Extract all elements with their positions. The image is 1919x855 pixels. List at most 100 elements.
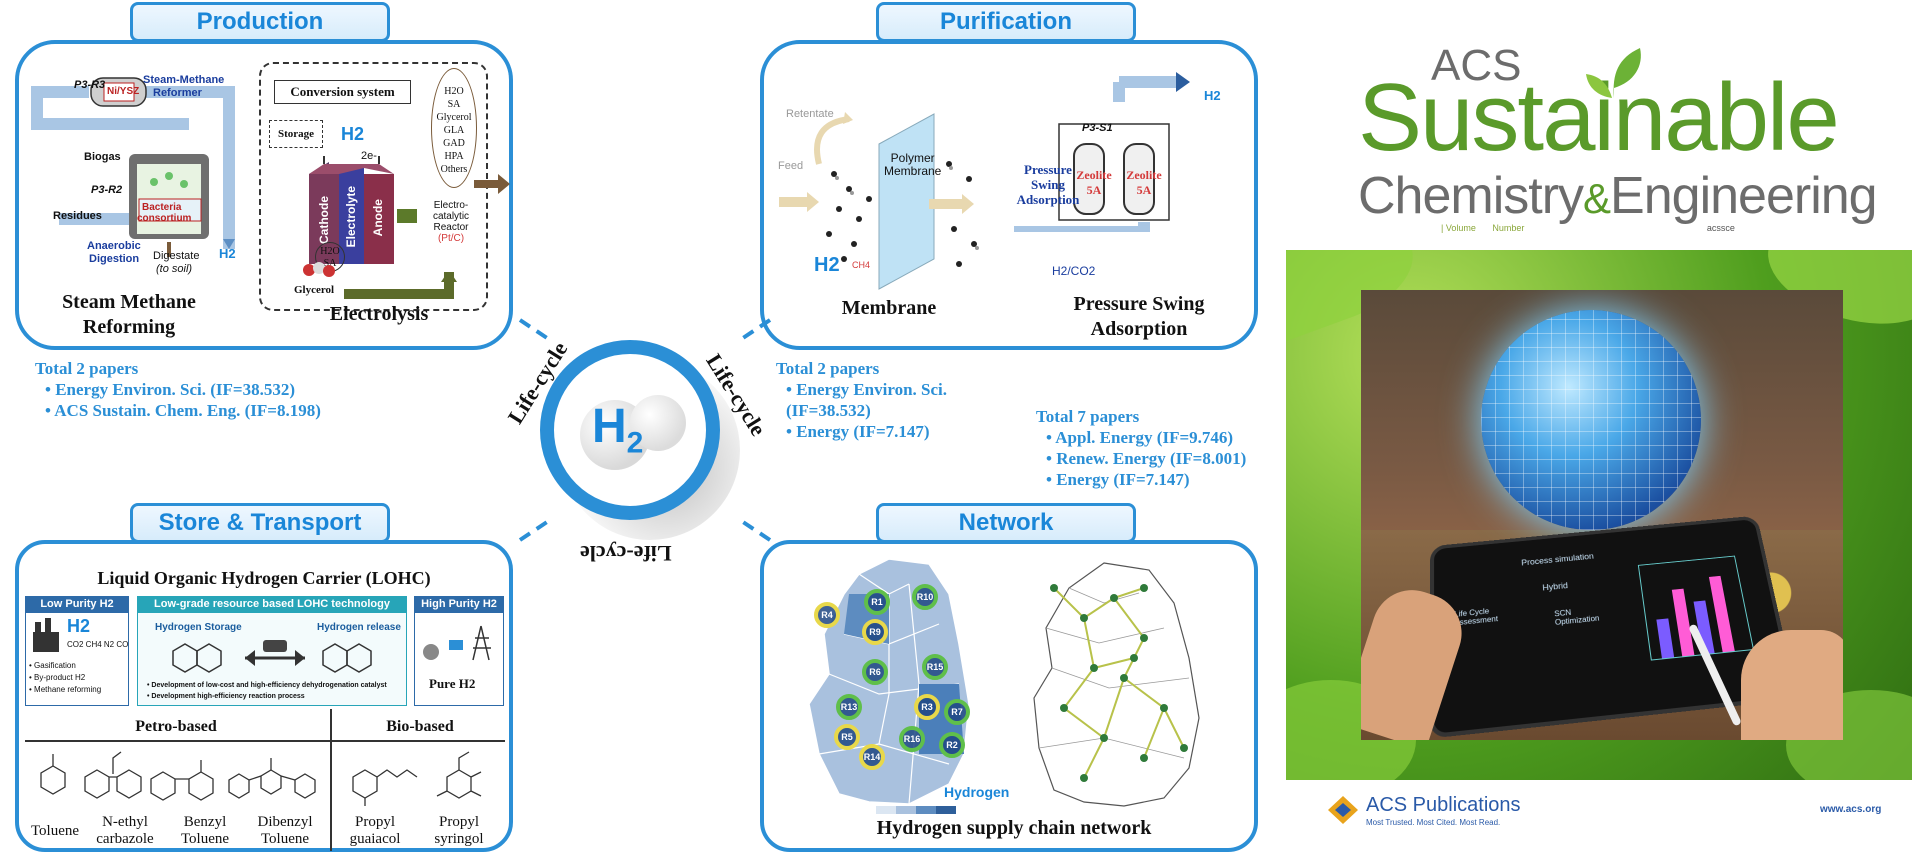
low-purity-header: Low Purity H2 [25, 596, 129, 612]
chem-divider-v [330, 709, 332, 851]
lifecycle-label-bottom: Life-cycle [580, 541, 672, 566]
psa-diagram [1014, 72, 1190, 232]
steam-methane-reformer-diagram [31, 77, 235, 257]
smr-h2-label: H2 [219, 246, 236, 261]
p3s1-label: P3-S1 [1082, 122, 1113, 134]
network-paper-0: Appl. Energy (IF=9.746) [1036, 427, 1246, 448]
lohc-dev-notes: • Development of low-cost and high-effic… [147, 682, 387, 700]
region-marker-r9: R9 [862, 619, 888, 645]
region-marker-r4: R4 [814, 602, 840, 628]
electrolysis-caption: Electrolysis [329, 303, 429, 325]
region-marker-r16: R16 [899, 726, 925, 752]
chem-divider-h [25, 740, 505, 742]
p3r2-label: P3-R2 [91, 184, 123, 196]
production-tab: Production [130, 2, 390, 42]
network-papers: Total 7 papers Appl. Energy (IF=9.746) R… [1036, 406, 1246, 490]
region-marker-r15: R15 [922, 654, 948, 680]
purification-papers-title: Total 2 papers [776, 359, 880, 378]
anode-label: Anode [371, 199, 385, 237]
korea-network-map [1033, 562, 1200, 807]
lowgrade-header: Low-grade resource based LOHC technology [137, 596, 407, 612]
bullet-1: • By-product H2 [29, 673, 86, 682]
products-oval: H2O SA Glycerol GLA GAD HPA Others [431, 68, 477, 188]
bacteria-label-1: Bacteria [142, 202, 182, 213]
cover-publisher: ACS Publications [1366, 794, 1521, 816]
hydrogen-storage-label: Hydrogen Storage [155, 622, 242, 633]
cover-issue-line: | Volume Number acssce [1441, 223, 1735, 233]
polymer-membrane-label: Polymer Membrane [884, 151, 942, 178]
storage-label: Storage [269, 120, 323, 148]
hand-right [1741, 630, 1843, 740]
product-3: GLA [443, 125, 465, 136]
production-papers: Total 2 papers Energy Environ. Sci. (IF=… [35, 358, 321, 421]
cover-image-frame: Process simulation Hybrid Life Cycle Ass… [1286, 250, 1912, 780]
production-papers-title: Total 2 papers [35, 359, 139, 378]
h2co2-label: H2/CO2 [1052, 264, 1096, 278]
region-marker-r5: R5 [834, 724, 860, 750]
feed-arrow-icon [344, 272, 457, 299]
conversion-system-label: Conversion system [274, 80, 411, 104]
anaerobic-label-2: Digestion [89, 253, 140, 265]
product-1: SA [447, 99, 461, 110]
center-connectors [518, 318, 772, 542]
bacteria-label-2: consortium [137, 213, 192, 224]
membrane-caption: Membrane [841, 297, 937, 319]
map-color-scale [876, 806, 956, 814]
reactor-label: Electro- catalytic Reactor (Pt/C) [432, 200, 470, 244]
network-paper-2: Energy (IF=7.147) [1036, 469, 1246, 490]
region-marker-r7: R7 [944, 699, 970, 725]
cover-chemistry-engineering: Chemistry&Engineering [1358, 167, 1878, 225]
network-tab: Network [876, 503, 1136, 543]
psa-caption: Pressure Swing Adsorption [1073, 293, 1205, 340]
network-papers-title: Total 7 papers [1036, 407, 1140, 426]
store-panel: Liquid Organic Hydrogen Carrier (LOHC) L… [15, 540, 513, 852]
region-marker-r2: R2 [939, 732, 965, 758]
cover-acs: ACS [1431, 41, 1522, 90]
pure-h2-label: Pure H2 [429, 676, 476, 691]
lohc-conversion-molecules [172, 640, 372, 673]
anaerobic-label-1: Anaerobic [87, 240, 141, 252]
region-marker-r10: R10 [912, 584, 938, 610]
chemical-structures [40, 751, 482, 806]
gases-label: CO2 CH4 N2 CO [67, 640, 129, 649]
psa-h2-out-label: H2 [1204, 88, 1221, 103]
feed-label: Feed [778, 160, 804, 172]
region-marker-r6: R6 [862, 659, 888, 685]
electrolyte-label: Electrolyte [344, 186, 358, 248]
product-out-arrow-icon [474, 174, 510, 194]
bullet-0: • Gasification [29, 661, 76, 670]
smr-title-1: Steam-Methane [143, 74, 225, 86]
p3r3-label: P3-R3 [74, 79, 106, 91]
cathode-label: Cathode [317, 196, 331, 244]
purification-papers: Total 2 papers Energy Environ. Sci. (IF=… [776, 358, 947, 442]
production-panel: P3-R3 Steam-Methane Reformer Ni/YSZ Biog… [15, 40, 513, 350]
pure-h2-equipment-icon [423, 625, 491, 661]
region-marker-r3: R3 [914, 694, 940, 720]
product-2: Glycerol [436, 112, 472, 123]
smr-caption: Steam Methane Reforming [62, 291, 196, 338]
purification-panel: Retentate Feed Polymer Membrane H2 CH4 P… [760, 40, 1258, 350]
low-purity-box [25, 612, 129, 706]
factory-icon [33, 618, 59, 652]
nilysz-label: Ni/YSZ [107, 86, 140, 97]
store-tab: Store & Transport [130, 503, 390, 543]
region-marker-r14: R14 [859, 744, 885, 770]
membrane-h2-label: H2 [814, 254, 840, 276]
glycerol-label: Glycerol [294, 284, 335, 296]
tablet-label-2: Life Cycle Assessment [1454, 606, 1499, 628]
center-h2-label: H2 [592, 400, 644, 460]
digestate-label-2: (to soil) [156, 263, 193, 275]
residues-label: Residues [53, 210, 102, 222]
hydrogen-map-label: Hydrogen [944, 784, 1010, 800]
smr-title-2: Reformer [153, 87, 202, 99]
tablet-label-3: SCN Optimization [1554, 608, 1600, 627]
purification-paper-0: Energy Environ. Sci. [776, 379, 947, 400]
membrane-diagram [779, 112, 979, 290]
purification-paper-2: Energy (IF=7.147) [776, 421, 947, 442]
hydrogen-release-label: Hydrogen release [317, 622, 401, 633]
tablet-label-1: Hybrid [1542, 580, 1569, 593]
